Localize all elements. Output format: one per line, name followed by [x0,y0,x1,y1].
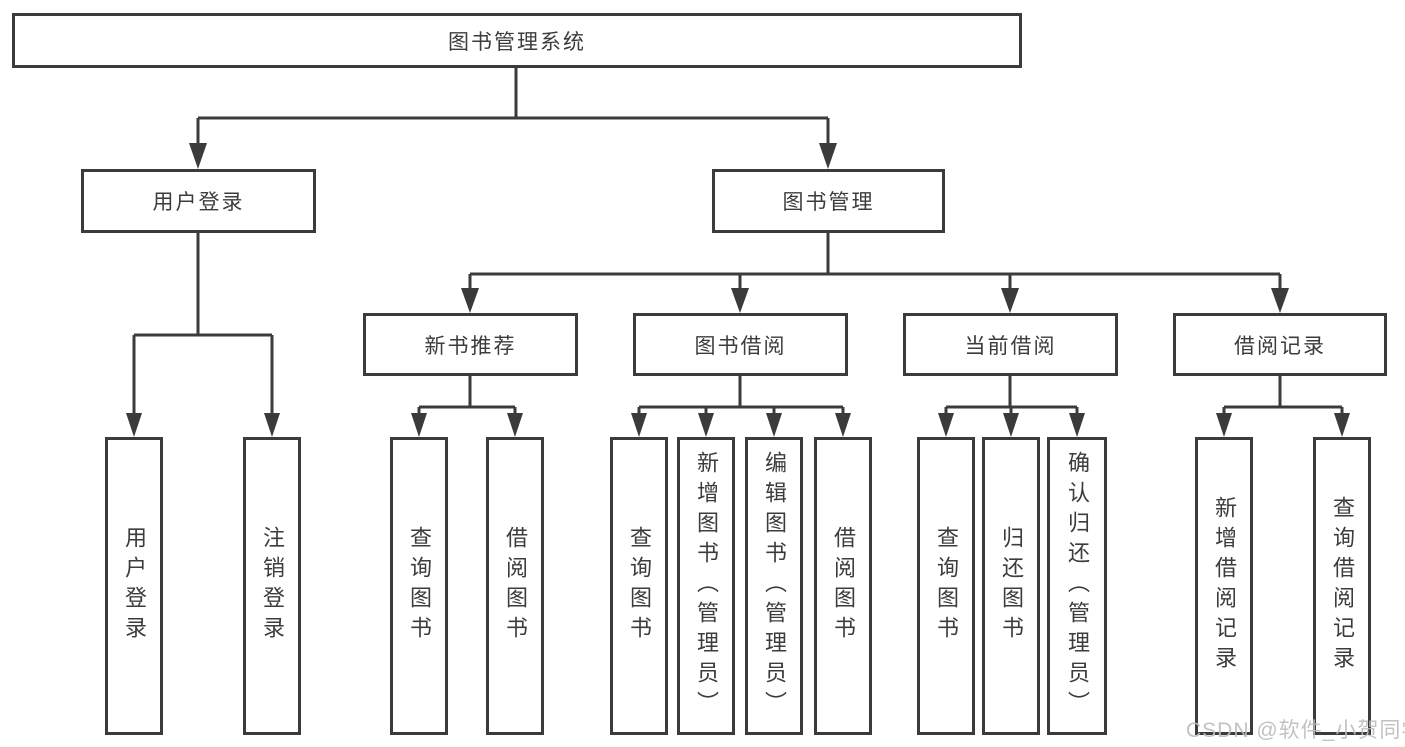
node-borrow-records: 借阅记录 [1173,313,1387,376]
leaf-records-add-record-label: 新增借阅记录 [1212,496,1237,676]
leaf-borrow-query-book: 查询图书 [610,437,668,735]
node-book-mgmt-label: 图书管理 [782,191,875,214]
leaf-borrow-borrow-book-label: 借阅图书 [831,526,856,646]
leaf-logout-label: 注销登录 [260,526,285,646]
node-borrow-records-label: 借阅记录 [1234,334,1326,358]
leaf-current-confirm-return-label: 确认归还（管理员） [1065,451,1090,721]
arrowheads [126,143,1350,437]
node-book-mgmt: 图书管理 [712,169,945,233]
leaf-current-return-book-label: 归还图书 [999,526,1024,646]
leaf-borrow-edit-book: 编辑图书（管理员） [745,437,803,735]
leaf-borrow-add-book: 新增图书（管理员） [677,437,735,735]
leaf-borrow-edit-book-label: 编辑图书（管理员） [762,451,787,721]
node-user-login-label: 用户登录 [152,191,245,214]
leaf-current-return-book: 归还图书 [982,437,1040,735]
leaf-records-add-record: 新增借阅记录 [1195,437,1253,735]
leaf-borrow-query-book-label: 查询图书 [627,526,652,646]
leaf-rec-query-book: 查询图书 [390,437,448,735]
node-root: 图书管理系统 [12,13,1022,68]
leaf-current-confirm-return: 确认归还（管理员） [1047,437,1107,735]
leaf-logout: 注销登录 [243,437,301,735]
node-new-book-rec: 新书推荐 [363,313,578,376]
leaf-rec-query-book-label: 查询图书 [407,526,432,646]
node-root-label: 图书管理系统 [448,30,586,54]
leaf-records-query-record: 查询借阅记录 [1313,437,1371,735]
node-book-borrow-label: 图书借阅 [694,334,787,358]
leaf-borrow-add-book-label: 新增图书（管理员） [694,451,719,721]
leaf-rec-borrow-book: 借阅图书 [486,437,544,735]
watermark: CSDN @软件_小贺同学 [1186,719,1405,742]
leaf-user-login-label: 用户登录 [122,526,147,646]
leaf-user-login: 用户登录 [105,437,163,735]
node-current-borrow: 当前借阅 [903,313,1118,376]
leaf-current-query-book: 查询图书 [917,437,975,735]
leaf-current-query-book-label: 查询图书 [934,526,959,646]
leaf-rec-borrow-book-label: 借阅图书 [503,526,528,646]
node-book-borrow: 图书借阅 [633,313,848,376]
leaf-borrow-borrow-book: 借阅图书 [814,437,872,735]
node-current-borrow-label: 当前借阅 [964,334,1057,358]
leaf-records-query-record-label: 查询借阅记录 [1330,496,1355,676]
node-user-login: 用户登录 [81,169,316,233]
node-new-book-rec-label: 新书推荐 [424,334,517,358]
